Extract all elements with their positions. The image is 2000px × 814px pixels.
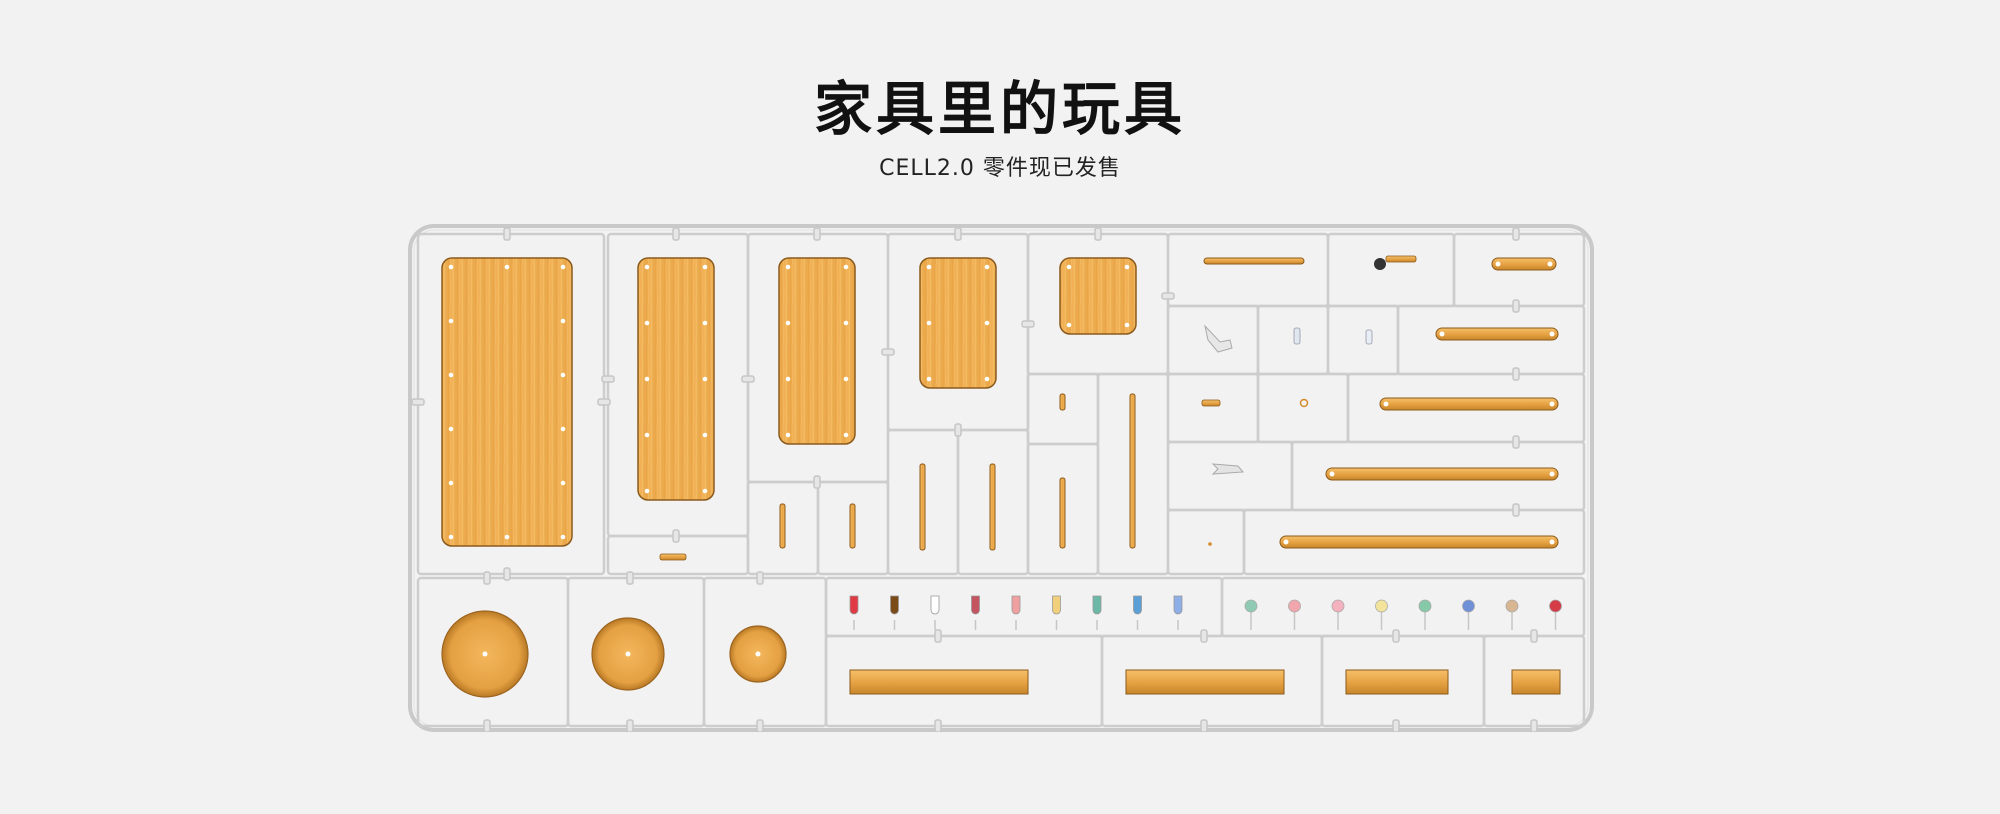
panel-large: [441, 257, 573, 547]
colored-knobs: [1244, 599, 1562, 630]
colored-pegs: [849, 595, 1183, 630]
parts-kit-sprue: [408, 224, 1594, 732]
wood-dowels: [779, 393, 1136, 551]
colored-peg: [1173, 595, 1183, 630]
colored-knob: [1331, 599, 1345, 630]
colored-peg: [971, 595, 980, 630]
colored-knob: [1244, 599, 1258, 630]
colored-knob: [1288, 599, 1301, 630]
panel-medium: [778, 257, 856, 445]
panel-screw-holes: [448, 264, 1130, 540]
metal-bracket: [1211, 463, 1245, 475]
wood-panels: [441, 257, 1137, 547]
small-connectors: [659, 255, 1417, 561]
wood-rods: [1203, 257, 1559, 549]
page-subtitle: CELL2.0 零件现已发售: [879, 156, 1121, 181]
colored-knob: [1505, 599, 1519, 630]
sprue-gates: [411, 227, 1538, 732]
colored-peg: [1052, 595, 1061, 630]
colored-peg: [1133, 595, 1142, 630]
colored-knob: [1462, 599, 1475, 630]
wood-rails: [849, 669, 1561, 695]
colored-peg: [930, 595, 940, 630]
sprue-frame: [408, 224, 1594, 732]
black-knob: [1374, 258, 1386, 270]
wood-discs: [441, 610, 787, 698]
colored-peg: [849, 595, 859, 630]
colored-knob: [1418, 599, 1432, 630]
page-title: 家具里的玩具: [813, 75, 1186, 143]
panel-tall: [637, 257, 715, 501]
colored-peg: [1092, 595, 1102, 630]
panel-square: [1059, 257, 1137, 335]
metal-clip: [1204, 324, 1233, 353]
panel-small: [919, 257, 997, 389]
colored-peg: [1011, 595, 1021, 630]
colored-knob: [1549, 599, 1562, 630]
colored-knob: [1375, 599, 1388, 630]
colored-peg: [890, 595, 899, 630]
